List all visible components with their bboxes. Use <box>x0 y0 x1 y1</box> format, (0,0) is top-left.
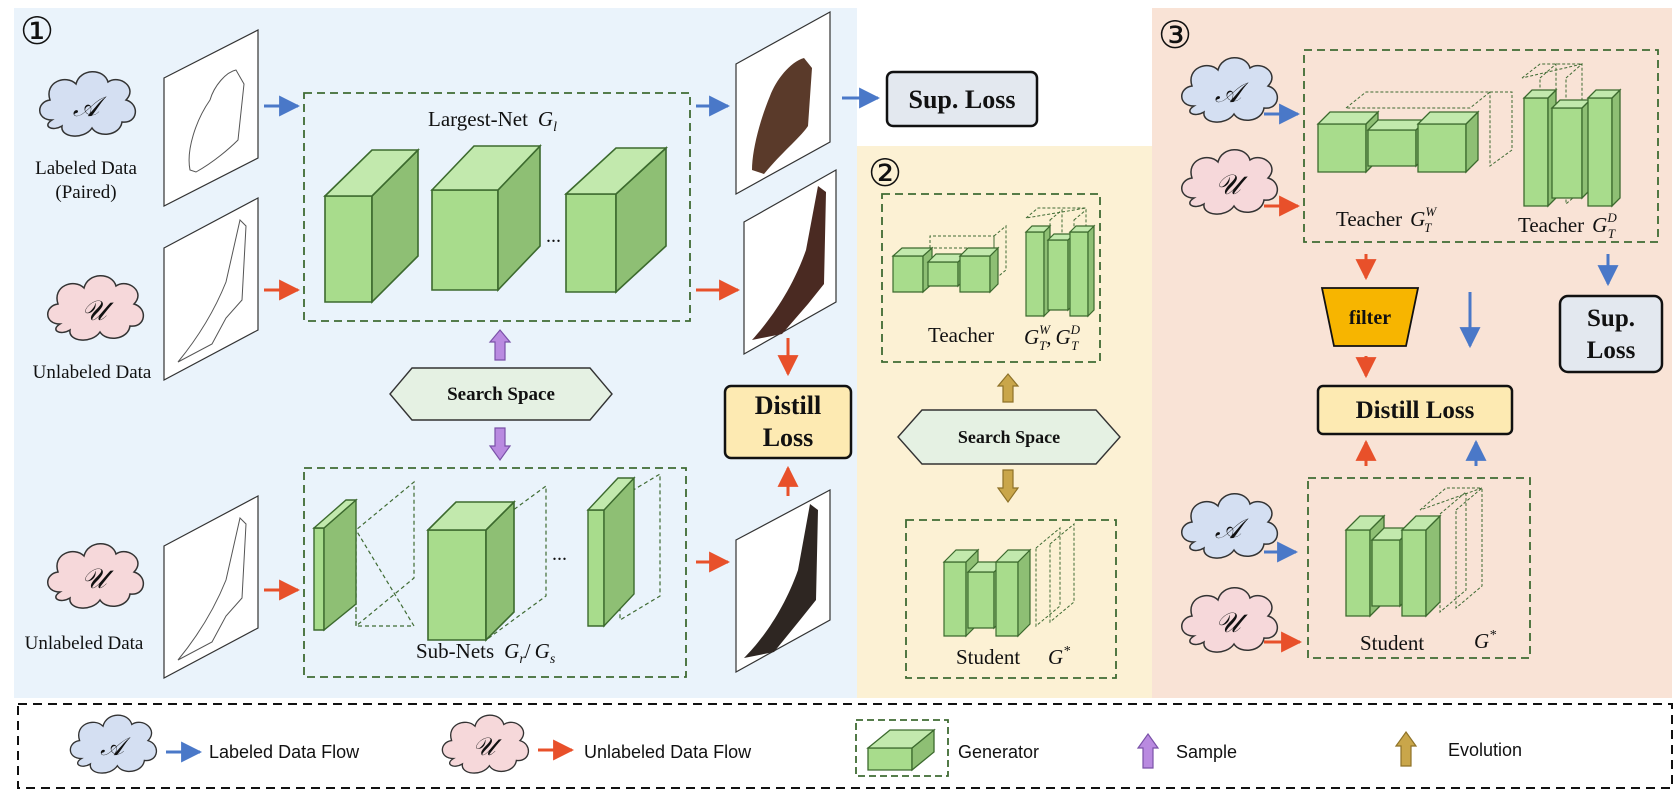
student-box <box>905 519 1117 679</box>
largest-net-block-1 <box>323 148 420 304</box>
panel3-student-label: Student <box>1360 631 1424 655</box>
panel3-student-symbol: G* <box>1474 628 1496 653</box>
sample-arrow-down <box>488 427 512 462</box>
teacher-w-blocks <box>891 224 1007 294</box>
legend-generator-block <box>866 728 936 772</box>
teacher-d-blocks <box>1024 207 1096 318</box>
legend-evolution: Evolution <box>1448 740 1522 760</box>
legend-generator-box <box>855 719 949 777</box>
subnet-block-3 <box>586 472 661 628</box>
labeled-data-label: Labeled Data <box>35 158 137 179</box>
subnet-block-1 <box>312 480 416 632</box>
subnets-ellipsis: ... <box>552 543 567 565</box>
filter-label: filter <box>1349 307 1391 329</box>
teacher-box <box>881 193 1101 363</box>
panel3-teacher-d-blocks <box>1521 62 1622 208</box>
largest-net-ellipsis: ... <box>546 225 561 247</box>
legend-labeled-flow: Labeled Data Flow <box>209 742 360 762</box>
panel3-student-blocks <box>1344 486 1483 618</box>
distill-loss-line1: Distill <box>755 391 821 420</box>
legend-evolution-arrow <box>1394 730 1418 767</box>
panel3-distill-loss-box <box>1316 384 1514 436</box>
unlabeled-data-cloud: 𝒰 <box>46 274 145 341</box>
labeled-data-paired-label: (Paired) <box>55 182 116 203</box>
panel3-distill-loss-label: Distill Loss <box>1356 397 1475 424</box>
sketch-image-2 <box>163 197 259 381</box>
legend-sample-arrow <box>1136 732 1160 769</box>
student-blocks <box>942 522 1075 638</box>
filter-trapezoid <box>1320 287 1420 347</box>
sketch-image-3 <box>163 495 259 679</box>
student-label: Student <box>956 645 1020 669</box>
search-space-label-2: Search Space <box>958 427 1060 447</box>
distill-loss-line2: Loss <box>763 423 814 452</box>
student-symbol: G* <box>1048 644 1070 669</box>
evolution-arrow-up <box>996 373 1020 403</box>
panel2-number: ② <box>868 153 902 195</box>
legend-cloud-u: 𝒰 <box>441 714 530 774</box>
output-shoe-image-1 <box>735 10 831 196</box>
unlabeled-data-cloud-bottom: 𝒰 <box>46 542 145 609</box>
output-shoe-image-3 <box>735 489 831 674</box>
panel1-number: ① <box>20 11 54 53</box>
largest-net-box <box>303 92 691 322</box>
legend-unlabeled-flow: Unlabeled Data Flow <box>584 742 752 762</box>
panel3-student-box <box>1307 477 1531 659</box>
sketch-image-1 <box>163 29 259 207</box>
sup-loss-box <box>885 70 1039 128</box>
sample-arrow-up <box>488 329 512 361</box>
teacher-label: Teacher <box>928 323 994 347</box>
panel3-cloud-u-top: 𝒰 <box>1180 148 1279 215</box>
legend-cloud-a: 𝒜 <box>69 714 158 774</box>
labeled-data-cloud: 𝒜 <box>38 70 137 137</box>
subnets-box <box>303 467 687 678</box>
legend-generator: Generator <box>958 742 1039 762</box>
panel3-sup-loss-line2: Loss <box>1587 337 1636 364</box>
largest-net-block-2 <box>430 144 542 292</box>
panel3-cloud-a-top: 𝒜 <box>1180 56 1279 123</box>
evolution-arrow-down <box>996 469 1020 504</box>
search-space-label: Search Space <box>447 384 555 405</box>
search-space-hexagon <box>389 367 613 421</box>
search-space-hexagon-2 <box>897 409 1121 465</box>
panel3-teacher-box <box>1303 49 1659 243</box>
subnet-block-2 <box>426 484 547 642</box>
panel3-cloud-a-bottom: 𝒜 <box>1180 492 1279 559</box>
output-shoe-image-2 <box>743 168 837 356</box>
panel3-cloud-u-bottom: 𝒰 <box>1180 586 1279 653</box>
unlabeled-data-label: Unlabeled Data <box>33 362 152 383</box>
unlabeled-data-label-bottom: Unlabeled Data <box>25 633 144 654</box>
panel3-sup-loss-box <box>1558 294 1664 374</box>
panel3-teacher-w-blocks <box>1316 91 1513 174</box>
sup-loss-label: Sup. Loss <box>909 85 1016 114</box>
panel3-sup-loss-line1: Sup. <box>1587 305 1635 332</box>
legend-sample: Sample <box>1176 742 1237 762</box>
largest-net-block-3 <box>563 146 669 294</box>
panel3-number: ③ <box>1158 15 1192 57</box>
distill-loss-box <box>723 384 853 460</box>
